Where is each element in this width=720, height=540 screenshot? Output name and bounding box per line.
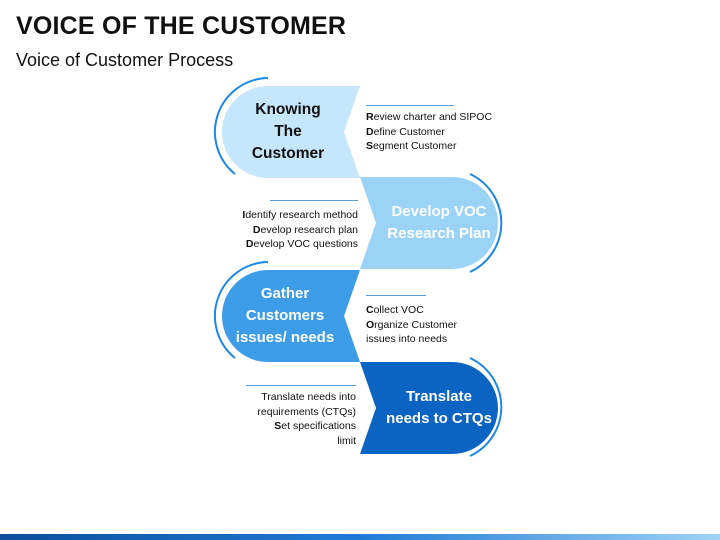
step-3-notes-divider bbox=[366, 295, 426, 296]
step-1-notes-divider bbox=[366, 105, 454, 106]
note-line: Identify research method bbox=[242, 209, 358, 221]
note-line: limit bbox=[337, 434, 356, 447]
step-1-arc bbox=[213, 77, 269, 175]
footer-gradient-bar bbox=[0, 534, 720, 540]
step-3-arc bbox=[213, 261, 269, 359]
step-4-notes-divider bbox=[246, 385, 356, 386]
step-3-shape bbox=[222, 270, 360, 362]
step-4-notes: Translate needs into requirements (CTQs) S… bbox=[257, 390, 356, 448]
note-line: Collect VOC bbox=[366, 304, 424, 316]
step-2-label: Develop VOC Research Plan bbox=[387, 203, 491, 242]
page-subtitle: Voice of Customer Process bbox=[16, 50, 234, 70]
step-3-label: Gather Customers issues/ needs bbox=[235, 285, 335, 346]
step-1-shape bbox=[222, 86, 360, 178]
step-4-label: Translate needs to CTQs bbox=[386, 388, 492, 427]
step-4-arc bbox=[469, 357, 503, 457]
note-line: Review charter and SIPOC bbox=[366, 111, 493, 123]
step-1-label: Knowing The Customer bbox=[251, 101, 325, 162]
note-line: Develop research plan bbox=[252, 223, 358, 236]
step-2-shape bbox=[360, 177, 498, 269]
page-title: VOICE OF THE CUSTOMER bbox=[16, 12, 347, 40]
note-line: issues into needs bbox=[366, 333, 448, 345]
note-line: Segment Customer bbox=[366, 140, 457, 152]
step-3-notes: Collect VOC Organize Customer issues into … bbox=[366, 303, 457, 347]
note-line: Define Customer bbox=[366, 125, 445, 138]
note-line: Translate needs into bbox=[261, 391, 356, 403]
note-line: Develop VOC questions bbox=[245, 238, 358, 250]
step-4-shape bbox=[360, 362, 498, 454]
note-line: Set specifications bbox=[274, 420, 356, 432]
note-line: Organize Customer bbox=[366, 318, 458, 331]
step-2-arc bbox=[469, 173, 503, 273]
step-2-notes-divider bbox=[270, 200, 358, 201]
note-line: requirements (CTQs) bbox=[257, 405, 356, 418]
